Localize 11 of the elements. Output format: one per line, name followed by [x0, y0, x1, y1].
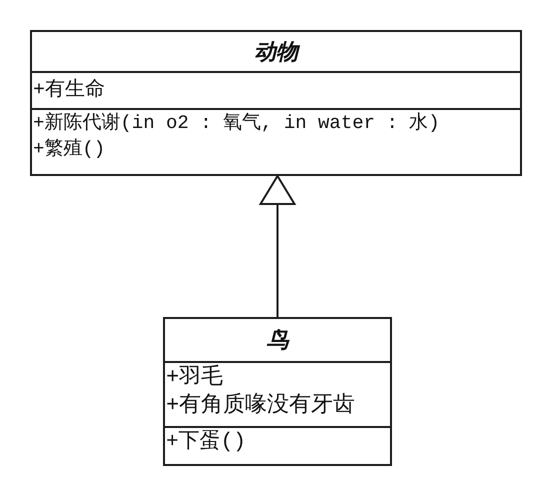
- operation-text: +繁殖(): [33, 137, 106, 162]
- operation-text: +新陈代谢(in o2 : 氧气, in water : 水): [33, 111, 440, 136]
- attribute-text: +羽毛: [166, 364, 224, 392]
- attribute-text: +有生命: [33, 78, 106, 104]
- generalization-arrow: [260, 175, 296, 317]
- class-name: 鸟: [266, 327, 288, 353]
- class-name: 动物: [254, 38, 298, 64]
- operation-text: +下蛋(): [166, 429, 246, 456]
- class-box: [163, 317, 392, 466]
- attribute-text: +有角质喙没有牙齿: [166, 392, 356, 420]
- class-box: [30, 30, 522, 176]
